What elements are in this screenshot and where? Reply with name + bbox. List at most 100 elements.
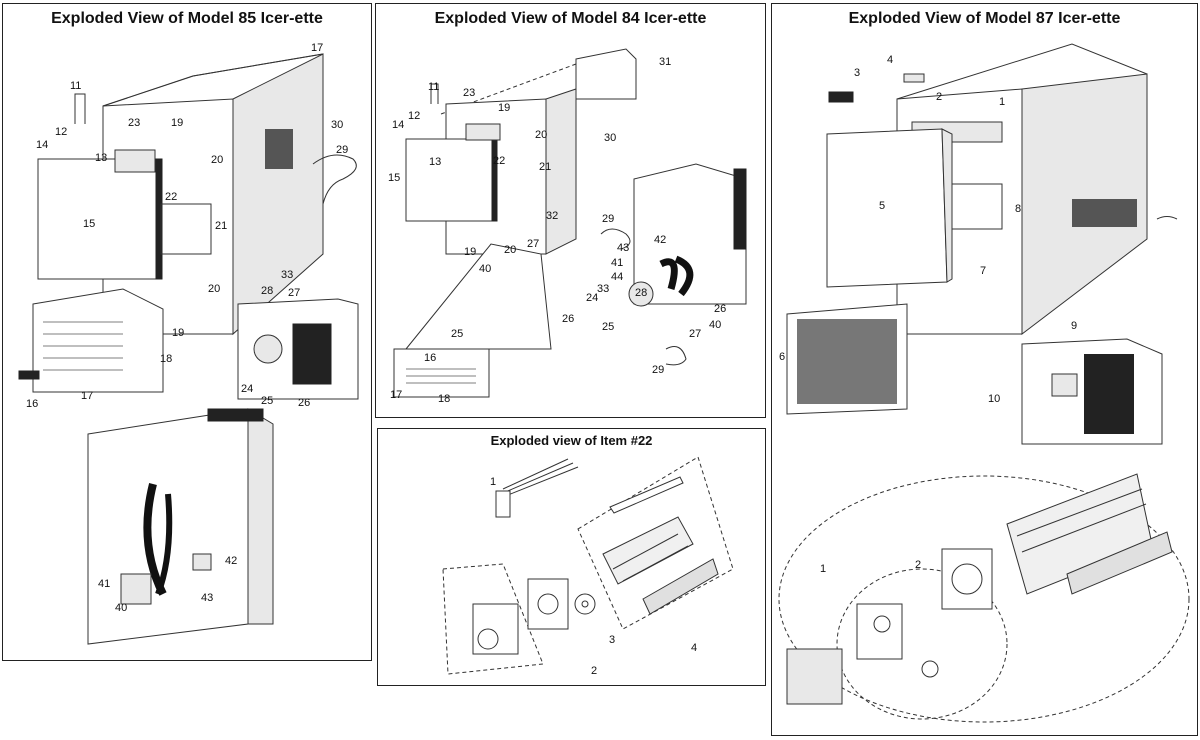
power-cord-29 bbox=[312, 154, 357, 205]
panel-model-84: Exploded View of Model 84 Icer-ette bbox=[375, 3, 766, 418]
label-85-19a: 19 bbox=[171, 117, 183, 129]
panel-item-22: Exploded view of Item #22 1 3 2 4 bbox=[377, 428, 766, 686]
side-vent-m87 bbox=[1072, 199, 1137, 227]
model-84-labels: 31 11 23 19 12 14 20 13 22 30 15 21 32 2… bbox=[388, 56, 726, 405]
label-84-21: 21 bbox=[539, 161, 551, 173]
label-84-22: 22 bbox=[493, 155, 505, 167]
label-84-11: 11 bbox=[428, 81, 439, 93]
panel-model-85: Exploded View of Model 85 Icer-ette bbox=[2, 3, 372, 661]
label-85-33: 33 bbox=[281, 269, 293, 281]
label-item22-3: 3 bbox=[609, 634, 615, 646]
label-84-26a: 26 bbox=[714, 303, 726, 315]
panel-title-item-22: Exploded view of Item #22 bbox=[490, 433, 653, 448]
label-85-25: 25 bbox=[261, 395, 273, 407]
label-84-44: 44 bbox=[611, 271, 623, 283]
label-85-40: 40 bbox=[115, 602, 127, 614]
panel-title-model-85: Exploded View of Model 85 Icer-ette bbox=[51, 10, 323, 27]
label-84-18: 18 bbox=[438, 393, 450, 405]
panel-title-model-84: Exploded View of Model 84 Icer-ette bbox=[434, 10, 707, 27]
label-87-9: 9 bbox=[1071, 320, 1077, 332]
label-85-43: 43 bbox=[201, 592, 213, 604]
label-85-23: 23 bbox=[128, 117, 140, 129]
label-85-20b: 20 bbox=[208, 283, 220, 295]
label-85-29: 29 bbox=[336, 144, 348, 156]
label-87-1a: 1 bbox=[999, 96, 1005, 108]
label-85-26: 26 bbox=[298, 397, 310, 409]
power-cord-29-m84 bbox=[600, 228, 631, 250]
label-84-14: 14 bbox=[392, 119, 404, 131]
model-84-drawing bbox=[393, 48, 747, 398]
label-85-13: 13 bbox=[95, 152, 107, 164]
label-87-7: 7 bbox=[980, 265, 986, 277]
item-22-labels: 1 3 2 4 bbox=[490, 476, 697, 677]
ice-maker-detail-outline bbox=[778, 475, 1190, 723]
label-87-5: 5 bbox=[879, 200, 885, 212]
label-87-4: 4 bbox=[887, 54, 893, 66]
label-87-3: 3 bbox=[854, 67, 860, 79]
label-85-30: 30 bbox=[331, 119, 343, 131]
model-85-drawing bbox=[18, 53, 359, 645]
label-85-21: 21 bbox=[215, 220, 227, 232]
door-15-m84 bbox=[405, 138, 493, 222]
label-84-40b: 40 bbox=[709, 319, 721, 331]
label-84-32: 32 bbox=[546, 210, 558, 222]
part-16 bbox=[18, 370, 40, 380]
model-85-labels: 17 11 12 13 14 23 19 20 22 30 29 15 21 2… bbox=[26, 42, 348, 614]
label-84-29a: 29 bbox=[602, 213, 614, 225]
side-vent bbox=[265, 129, 293, 169]
item-22-drawing bbox=[442, 456, 734, 675]
label-84-12: 12 bbox=[408, 110, 420, 122]
label-85-24: 24 bbox=[241, 383, 253, 395]
label-87-6: 6 bbox=[779, 351, 785, 363]
model-87-labels: 3 4 2 1 5 8 7 9 6 10 1 2 bbox=[779, 54, 1077, 575]
label-87-2a: 2 bbox=[936, 91, 942, 103]
label-85-19b: 19 bbox=[172, 327, 184, 339]
label-87-10: 10 bbox=[988, 393, 1000, 405]
label-84-31: 31 bbox=[659, 56, 671, 68]
label-85-27: 27 bbox=[288, 287, 300, 299]
label-84-33: 33 bbox=[597, 283, 609, 295]
group-4-outline bbox=[577, 456, 734, 630]
label-85-11: 11 bbox=[70, 80, 81, 92]
label-84-20b: 20 bbox=[504, 244, 516, 256]
label-84-23: 23 bbox=[463, 87, 475, 99]
label-84-27a: 27 bbox=[527, 238, 539, 250]
label-84-24: 24 bbox=[586, 292, 598, 304]
label-85-12: 12 bbox=[55, 126, 67, 138]
label-84-43: 43 bbox=[617, 242, 629, 254]
label-85-16: 16 bbox=[26, 398, 38, 410]
panel-model-87: Exploded View of Model 87 Icer-ette bbox=[771, 3, 1198, 736]
model-87-drawing bbox=[778, 43, 1190, 723]
label-84-15: 15 bbox=[388, 172, 400, 184]
label-85-17b: 17 bbox=[81, 390, 93, 402]
panel-title-model-87: Exploded View of Model 87 Icer-ette bbox=[848, 10, 1121, 27]
label-item22-2: 2 bbox=[591, 665, 597, 677]
label-84-19b: 19 bbox=[464, 246, 476, 258]
label-84-17: 17 bbox=[390, 389, 402, 401]
label-84-26b: 26 bbox=[562, 313, 574, 325]
label-84-20a: 20 bbox=[535, 129, 547, 141]
label-85-18: 18 bbox=[160, 353, 172, 365]
label-87-2b: 2 bbox=[915, 559, 921, 571]
label-84-40a: 40 bbox=[479, 263, 491, 275]
ice-maker-23 bbox=[114, 149, 156, 173]
label-84-41: 41 bbox=[611, 257, 623, 269]
label-85-28: 28 bbox=[261, 285, 273, 297]
label-85-41: 41 bbox=[98, 578, 110, 590]
label-84-25b: 25 bbox=[451, 328, 463, 340]
label-84-25a: 25 bbox=[602, 321, 614, 333]
label-84-19a: 19 bbox=[498, 102, 510, 114]
label-84-13: 13 bbox=[429, 156, 441, 168]
label-84-42: 42 bbox=[654, 234, 666, 246]
label-85-17a: 17 bbox=[311, 42, 323, 54]
label-item22-4: 4 bbox=[691, 642, 697, 654]
label-84-29b: 29 bbox=[652, 364, 664, 376]
label-item22-1: 1 bbox=[490, 476, 496, 488]
label-87-8: 8 bbox=[1015, 203, 1021, 215]
label-84-30: 30 bbox=[604, 132, 616, 144]
label-84-16: 16 bbox=[424, 352, 436, 364]
label-84-28: 28 bbox=[635, 287, 647, 299]
label-85-15: 15 bbox=[83, 218, 95, 230]
label-85-42: 42 bbox=[225, 555, 237, 567]
label-85-22: 22 bbox=[165, 191, 177, 203]
